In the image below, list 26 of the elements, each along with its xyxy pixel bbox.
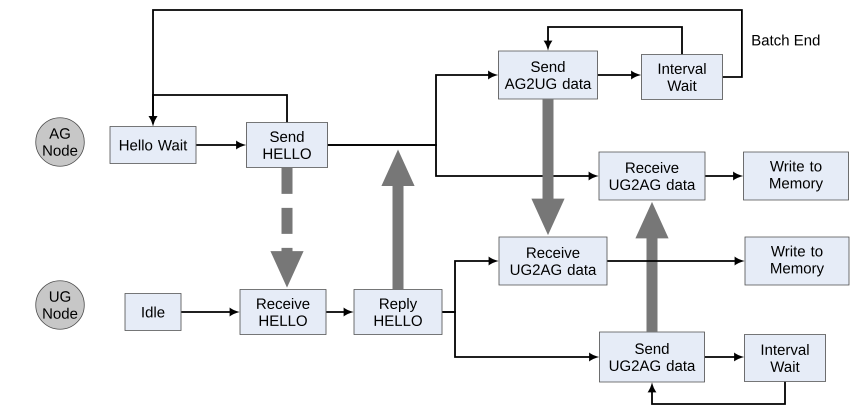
process-box: Send AG2UG data (498, 50, 598, 100)
arrow (607, 257, 742, 265)
arrow (181, 308, 238, 316)
process-box: Receive UG2AG data (598, 152, 706, 200)
arrow (149, 9, 743, 124)
arrow (705, 172, 741, 180)
process-box: Receive HELLO (240, 289, 326, 335)
process-box: Interval Wait (641, 54, 723, 100)
arrow (704, 353, 742, 361)
arrow (648, 382, 786, 405)
process-box: Write to Memory (743, 152, 849, 200)
process-box: Hello Wait (110, 126, 196, 164)
process-box: Interval Wait (744, 334, 826, 382)
process-box: Write to Memory (744, 236, 850, 286)
arrow (196, 141, 244, 149)
process-box: Send HELLO (246, 122, 328, 168)
arrow (598, 71, 639, 79)
note-text: Batch End (752, 34, 820, 46)
arrow (442, 311, 597, 361)
process-box: Reply HELLO (354, 289, 442, 335)
arrow (326, 308, 352, 316)
arrow (544, 26, 683, 54)
arrow (328, 144, 596, 180)
process-box: Idle (124, 293, 182, 331)
process-box: Send UG2AG data (599, 332, 705, 382)
process-box: Receive UG2AG data (498, 236, 608, 286)
